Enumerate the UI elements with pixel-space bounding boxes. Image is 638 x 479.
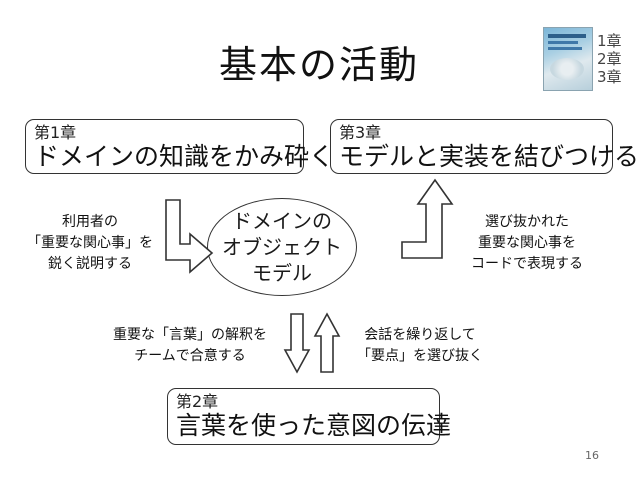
chapter-index-item: 2章 — [597, 50, 622, 68]
note-bottom-right: 会話を繰り返して 「要点」を選び抜く — [350, 325, 490, 367]
note-left: 利用者の 「重要な関心事」を 鋭く説明する — [20, 212, 160, 275]
arrow-model-to-ch2 — [283, 313, 311, 374]
note-line: 「要点」を選び抜く — [357, 348, 483, 364]
note-bottom-left: 重要な「言葉」の解釈を チームで合意する — [105, 325, 275, 367]
chapter-index: 1章 2章 3章 — [597, 32, 622, 86]
note-line: 重要な「言葉」の解釈を — [113, 327, 267, 343]
arrow-ch2-to-model — [313, 312, 341, 373]
chapter3-label: 第3章 — [339, 123, 382, 142]
note-line: 「重要な関心事」を — [27, 235, 153, 251]
page-number: 16 — [585, 449, 599, 462]
note-right: 選び抜かれた 重要な関心事を コードで表現する — [452, 212, 602, 275]
chapter-index-item: 3章 — [597, 68, 622, 86]
chapter2-label: 第2章 — [176, 392, 219, 411]
chapter1-text: ドメインの知識をかみ砕く — [34, 142, 335, 171]
note-line: チームで合意する — [134, 348, 246, 364]
chapter3-box: 第3章 モデルと実装を結びつける — [330, 119, 638, 174]
arrow-model-to-ch3 — [401, 178, 454, 259]
chapter-index-item: 1章 — [597, 32, 622, 50]
note-line: 利用者の — [62, 214, 118, 230]
center-line: ドメインの — [232, 209, 332, 233]
chapter3-text: モデルと実装を結びつける — [339, 142, 638, 171]
chapter1-label: 第1章 — [34, 123, 77, 142]
domain-model-ellipse: ドメインの オブジェクト モデル — [207, 198, 357, 296]
note-line: 会話を繰り返して — [364, 327, 476, 343]
note-line: 鋭く説明する — [48, 256, 132, 272]
chapter1-box: 第1章 ドメインの知識をかみ砕く — [25, 119, 335, 174]
center-line: オブジェクト — [222, 235, 342, 259]
chapter2-text: 言葉を使った意図の伝達 — [176, 411, 452, 440]
note-line: コードで表現する — [471, 256, 583, 272]
note-line: 重要な関心事を — [478, 235, 576, 251]
note-line: 選び抜かれた — [485, 214, 569, 230]
arrow-ch1-to-model — [165, 199, 214, 274]
book-cover-thumbnail — [543, 27, 593, 91]
chapter2-box: 第2章 言葉を使った意図の伝達 — [167, 388, 452, 445]
slide-title: 基本の活動 — [218, 43, 419, 87]
center-line: モデル — [252, 261, 312, 285]
